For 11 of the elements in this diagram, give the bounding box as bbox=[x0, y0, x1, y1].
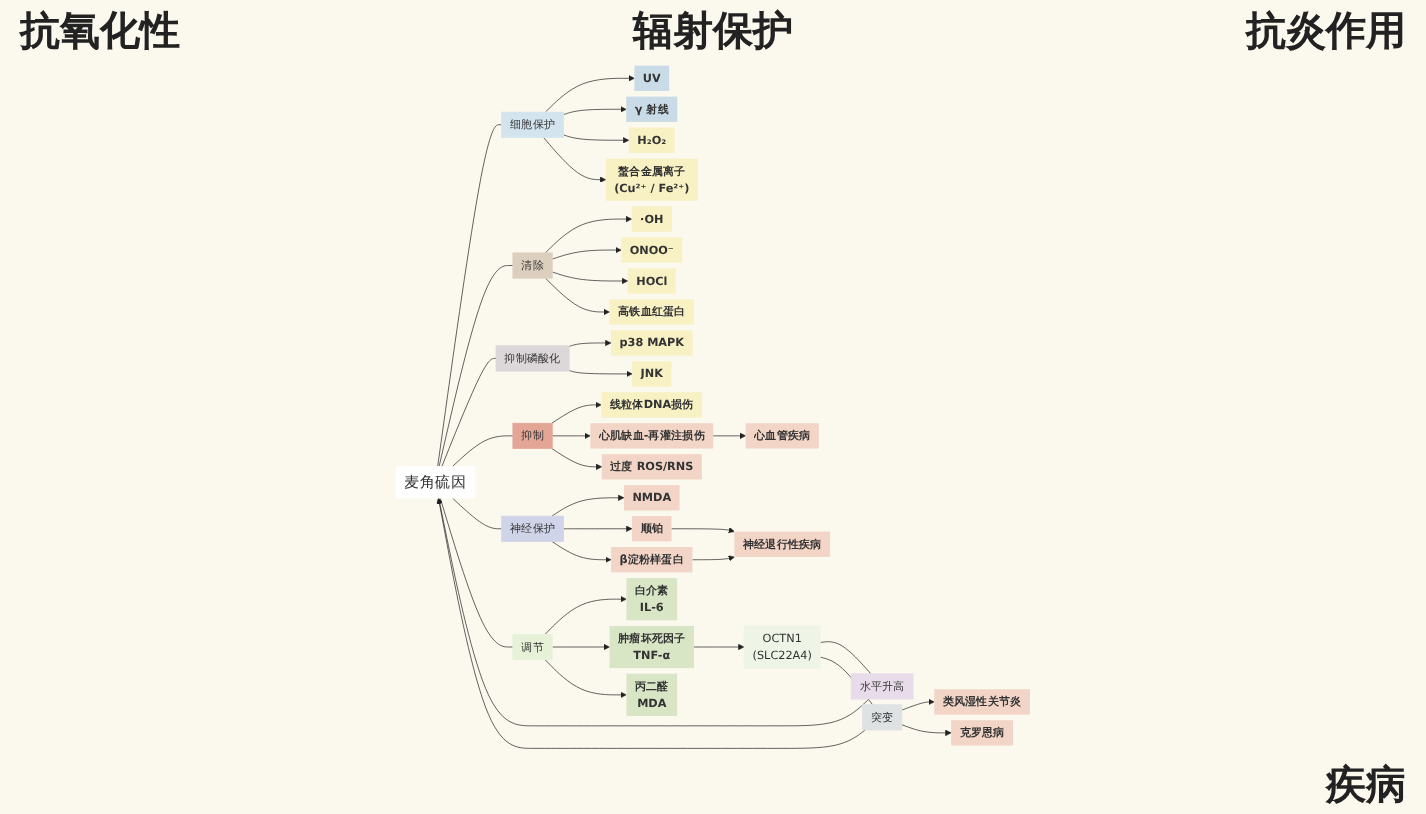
connector bbox=[441, 358, 497, 467]
region-title: 辐射保护 bbox=[633, 4, 793, 56]
connector bbox=[439, 497, 514, 648]
region-title: 抗炎作用 bbox=[1246, 4, 1406, 56]
connector bbox=[438, 265, 514, 467]
connector bbox=[819, 641, 872, 675]
region-title: 疾病 bbox=[1326, 758, 1406, 810]
connector bbox=[452, 497, 502, 530]
connector bbox=[437, 124, 502, 467]
region-title: 抗氧化性 bbox=[20, 4, 180, 56]
connector bbox=[452, 435, 514, 467]
